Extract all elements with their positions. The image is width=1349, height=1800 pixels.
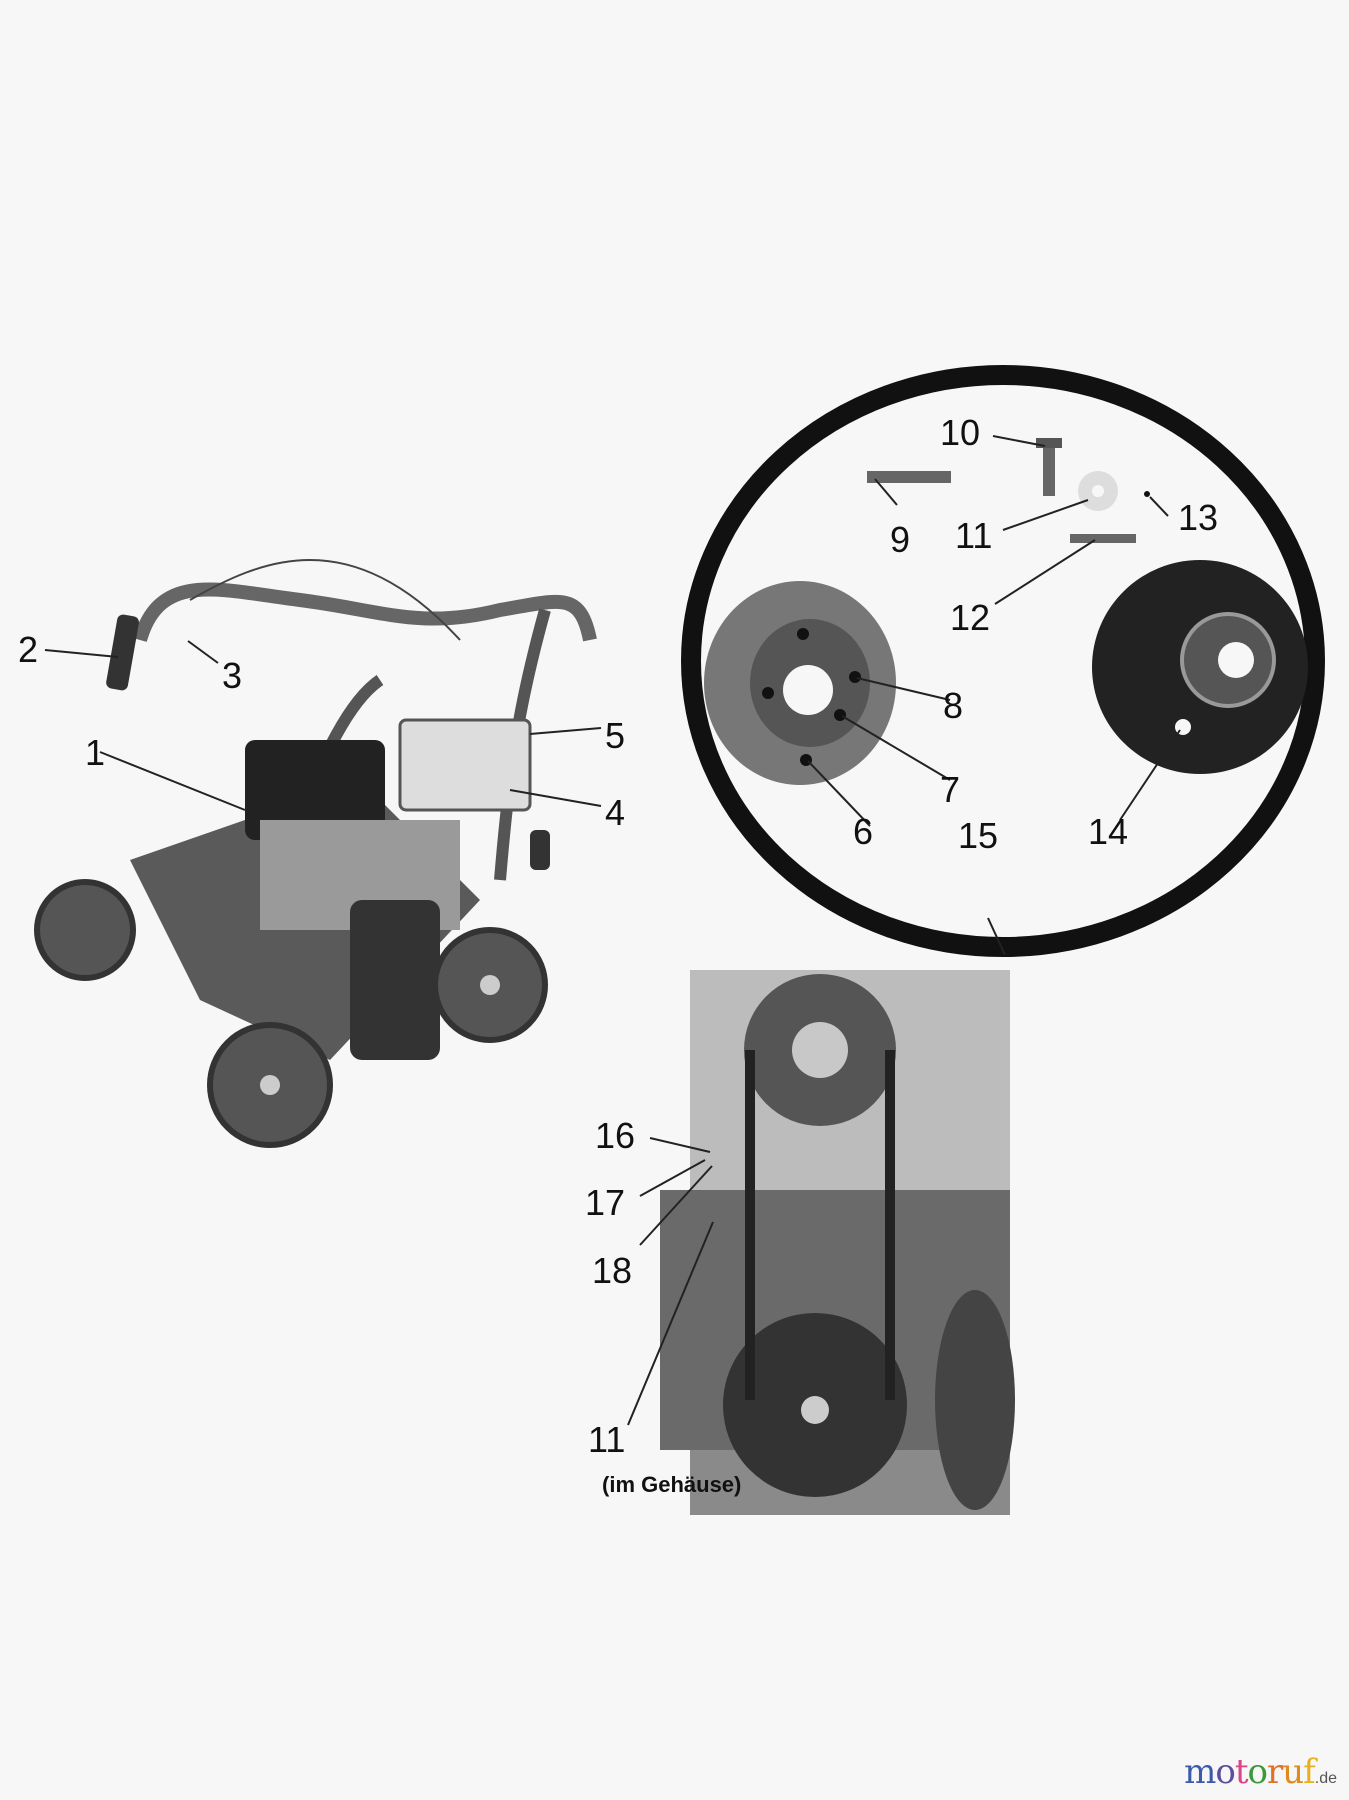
callout-11b: 11: [588, 1419, 626, 1460]
belt-installation-photo: [660, 970, 1015, 1515]
callout-14: 14: [1088, 811, 1129, 852]
callout-11: 11: [955, 515, 993, 556]
logo-suffix: .de: [1314, 1770, 1337, 1787]
callout-7: 7: [940, 769, 961, 810]
scarifier-machine: [34, 559, 597, 1148]
callout-8: 8: [943, 685, 964, 726]
v-belt: [681, 365, 1325, 957]
logo-letter: t: [1234, 1752, 1249, 1792]
tine-shaft-pulley: [1092, 560, 1308, 774]
engine-pulley: [704, 581, 896, 785]
callout-4: 4: [605, 792, 626, 833]
callout-3: 3: [222, 655, 243, 696]
logo-letter: u: [1282, 1752, 1304, 1792]
logo-letter: o: [1247, 1752, 1269, 1792]
motoruf-logo[interactable]: motoruf.de: [1184, 1752, 1337, 1792]
callout-13: 13: [1178, 497, 1219, 538]
callout-15: 15: [958, 815, 999, 856]
logo-letter: f: [1303, 1752, 1316, 1792]
callout-9: 9: [890, 519, 911, 560]
callout-12: 12: [950, 597, 991, 638]
callout-5: 5: [605, 715, 626, 756]
callout-17: 17: [585, 1182, 626, 1223]
logo-wordmark: motoruf: [1184, 1752, 1316, 1792]
callout-6: 6: [853, 811, 874, 852]
callout-2: 2: [18, 629, 39, 670]
logo-letter: m: [1184, 1752, 1216, 1792]
logo-letter: r: [1266, 1752, 1283, 1792]
housing-note: (im Gehäuse): [602, 1472, 742, 1497]
callout-16: 16: [595, 1115, 636, 1156]
callout-1: 1: [85, 732, 106, 773]
callout-10: 10: [940, 412, 981, 453]
logo-letter: o: [1215, 1752, 1236, 1792]
callout-18: 18: [592, 1250, 633, 1291]
